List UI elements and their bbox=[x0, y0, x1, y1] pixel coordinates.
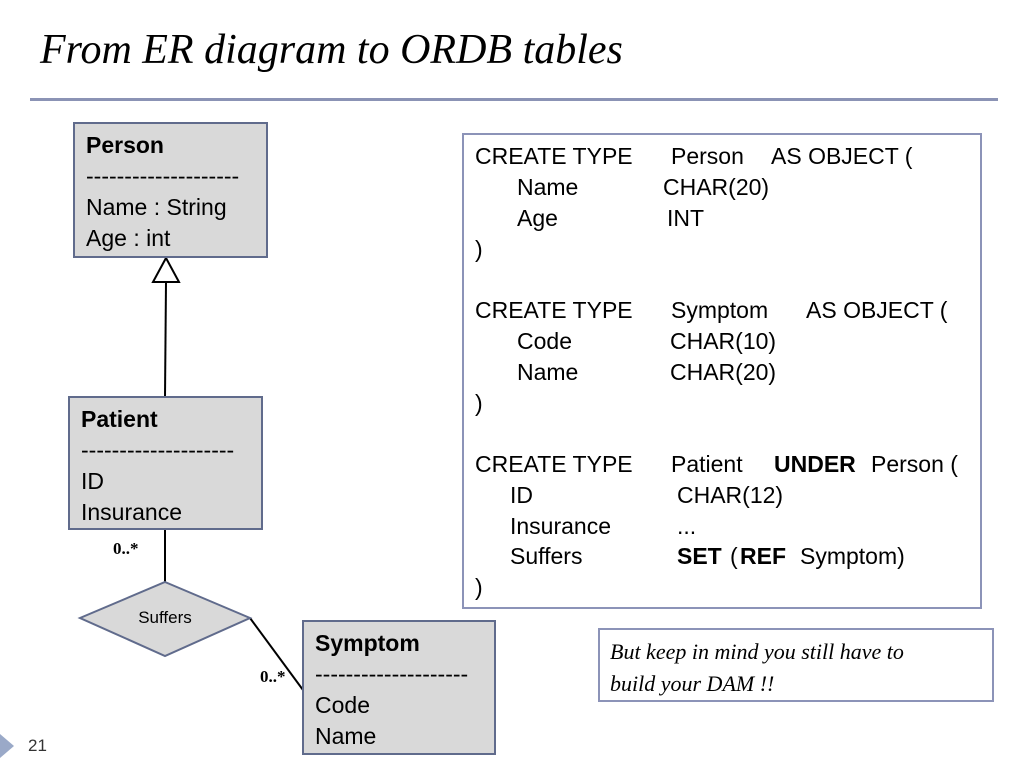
code-field-name: ID bbox=[510, 482, 533, 508]
patient-multiplicity: 0..* bbox=[113, 539, 139, 558]
slide-title: From ER diagram to ORDB tables bbox=[40, 27, 623, 73]
symptom-class-box: Symptom -------------------- Code Name bbox=[302, 620, 496, 755]
note-line: build your DAM !! bbox=[610, 671, 775, 696]
note-line: But keep in mind you still have to bbox=[610, 639, 904, 664]
sql-code-box: CREATE TYPE Person AS OBJECT ( Name CHAR… bbox=[462, 133, 982, 609]
symptom-class-name: Symptom bbox=[315, 630, 420, 656]
code-field-name: Insurance bbox=[510, 513, 612, 539]
code-under-keyword: UNDER bbox=[774, 451, 856, 477]
suffers-label: Suffers bbox=[138, 608, 192, 627]
symptom-attr-code: Code bbox=[315, 692, 370, 718]
code-field-type: INT bbox=[667, 205, 705, 231]
code-close-paren: ) bbox=[475, 390, 483, 416]
code-as-object: AS OBJECT ( bbox=[806, 297, 948, 323]
suffers-symptom-line bbox=[249, 617, 304, 691]
code-set-keyword: SET bbox=[677, 543, 722, 569]
person-class-name: Person bbox=[86, 132, 164, 158]
patient-separator: -------------------- bbox=[81, 437, 235, 463]
code-type-name: Symptom bbox=[671, 297, 769, 323]
code-field-name: Name bbox=[517, 174, 579, 200]
title-divider bbox=[30, 98, 998, 101]
code-type-name: Patient bbox=[671, 451, 743, 477]
inheritance-line bbox=[164, 281, 167, 398]
person-class-box: Person -------------------- Name : Strin… bbox=[73, 122, 268, 258]
code-ref-target: Symptom) bbox=[800, 543, 905, 569]
patient-attr-insurance: Insurance bbox=[81, 499, 183, 525]
code-field-type: CHAR(20) bbox=[670, 359, 777, 385]
symptom-multiplicity: 0..* bbox=[260, 667, 286, 686]
code-field-name: Name bbox=[517, 359, 579, 385]
code-as-object: AS OBJECT ( bbox=[771, 143, 913, 169]
patient-class-box: Patient -------------------- ID Insuranc… bbox=[68, 396, 263, 530]
person-separator: -------------------- bbox=[86, 163, 240, 189]
code-field-name: Age bbox=[517, 205, 558, 231]
code-under-parent: Person ( bbox=[871, 451, 958, 477]
code-field-type: CHAR(12) bbox=[677, 482, 784, 508]
code-field-name: Code bbox=[517, 328, 572, 354]
patient-class-name: Patient bbox=[81, 406, 158, 432]
symptom-attr-name: Name bbox=[315, 723, 377, 749]
code-field-type: ... bbox=[677, 513, 697, 539]
code-field-type: CHAR(10) bbox=[670, 328, 777, 354]
note-box: But keep in mind you still have to build… bbox=[598, 628, 994, 702]
code-close-paren: ) bbox=[475, 236, 483, 262]
inheritance-arrowhead bbox=[151, 255, 181, 283]
suffers-diamond bbox=[77, 580, 253, 658]
code-create-type: CREATE TYPE bbox=[475, 143, 633, 169]
code-close-paren: ) bbox=[475, 574, 483, 600]
person-attr-name: Name : String bbox=[86, 194, 227, 220]
person-attr-age: Age : int bbox=[86, 225, 171, 251]
code-field-name: Suffers bbox=[510, 543, 583, 569]
code-open-paren: ( bbox=[730, 543, 738, 569]
page-number: 21 bbox=[28, 736, 47, 755]
code-type-name: Person bbox=[671, 143, 744, 169]
patient-attr-id: ID bbox=[81, 468, 104, 494]
code-create-type: CREATE TYPE bbox=[475, 451, 633, 477]
code-create-type: CREATE TYPE bbox=[475, 297, 633, 323]
symptom-separator: -------------------- bbox=[315, 661, 469, 687]
code-ref-keyword: REF bbox=[740, 543, 786, 569]
code-field-type: CHAR(20) bbox=[663, 174, 770, 200]
page-marker-icon bbox=[0, 734, 14, 758]
